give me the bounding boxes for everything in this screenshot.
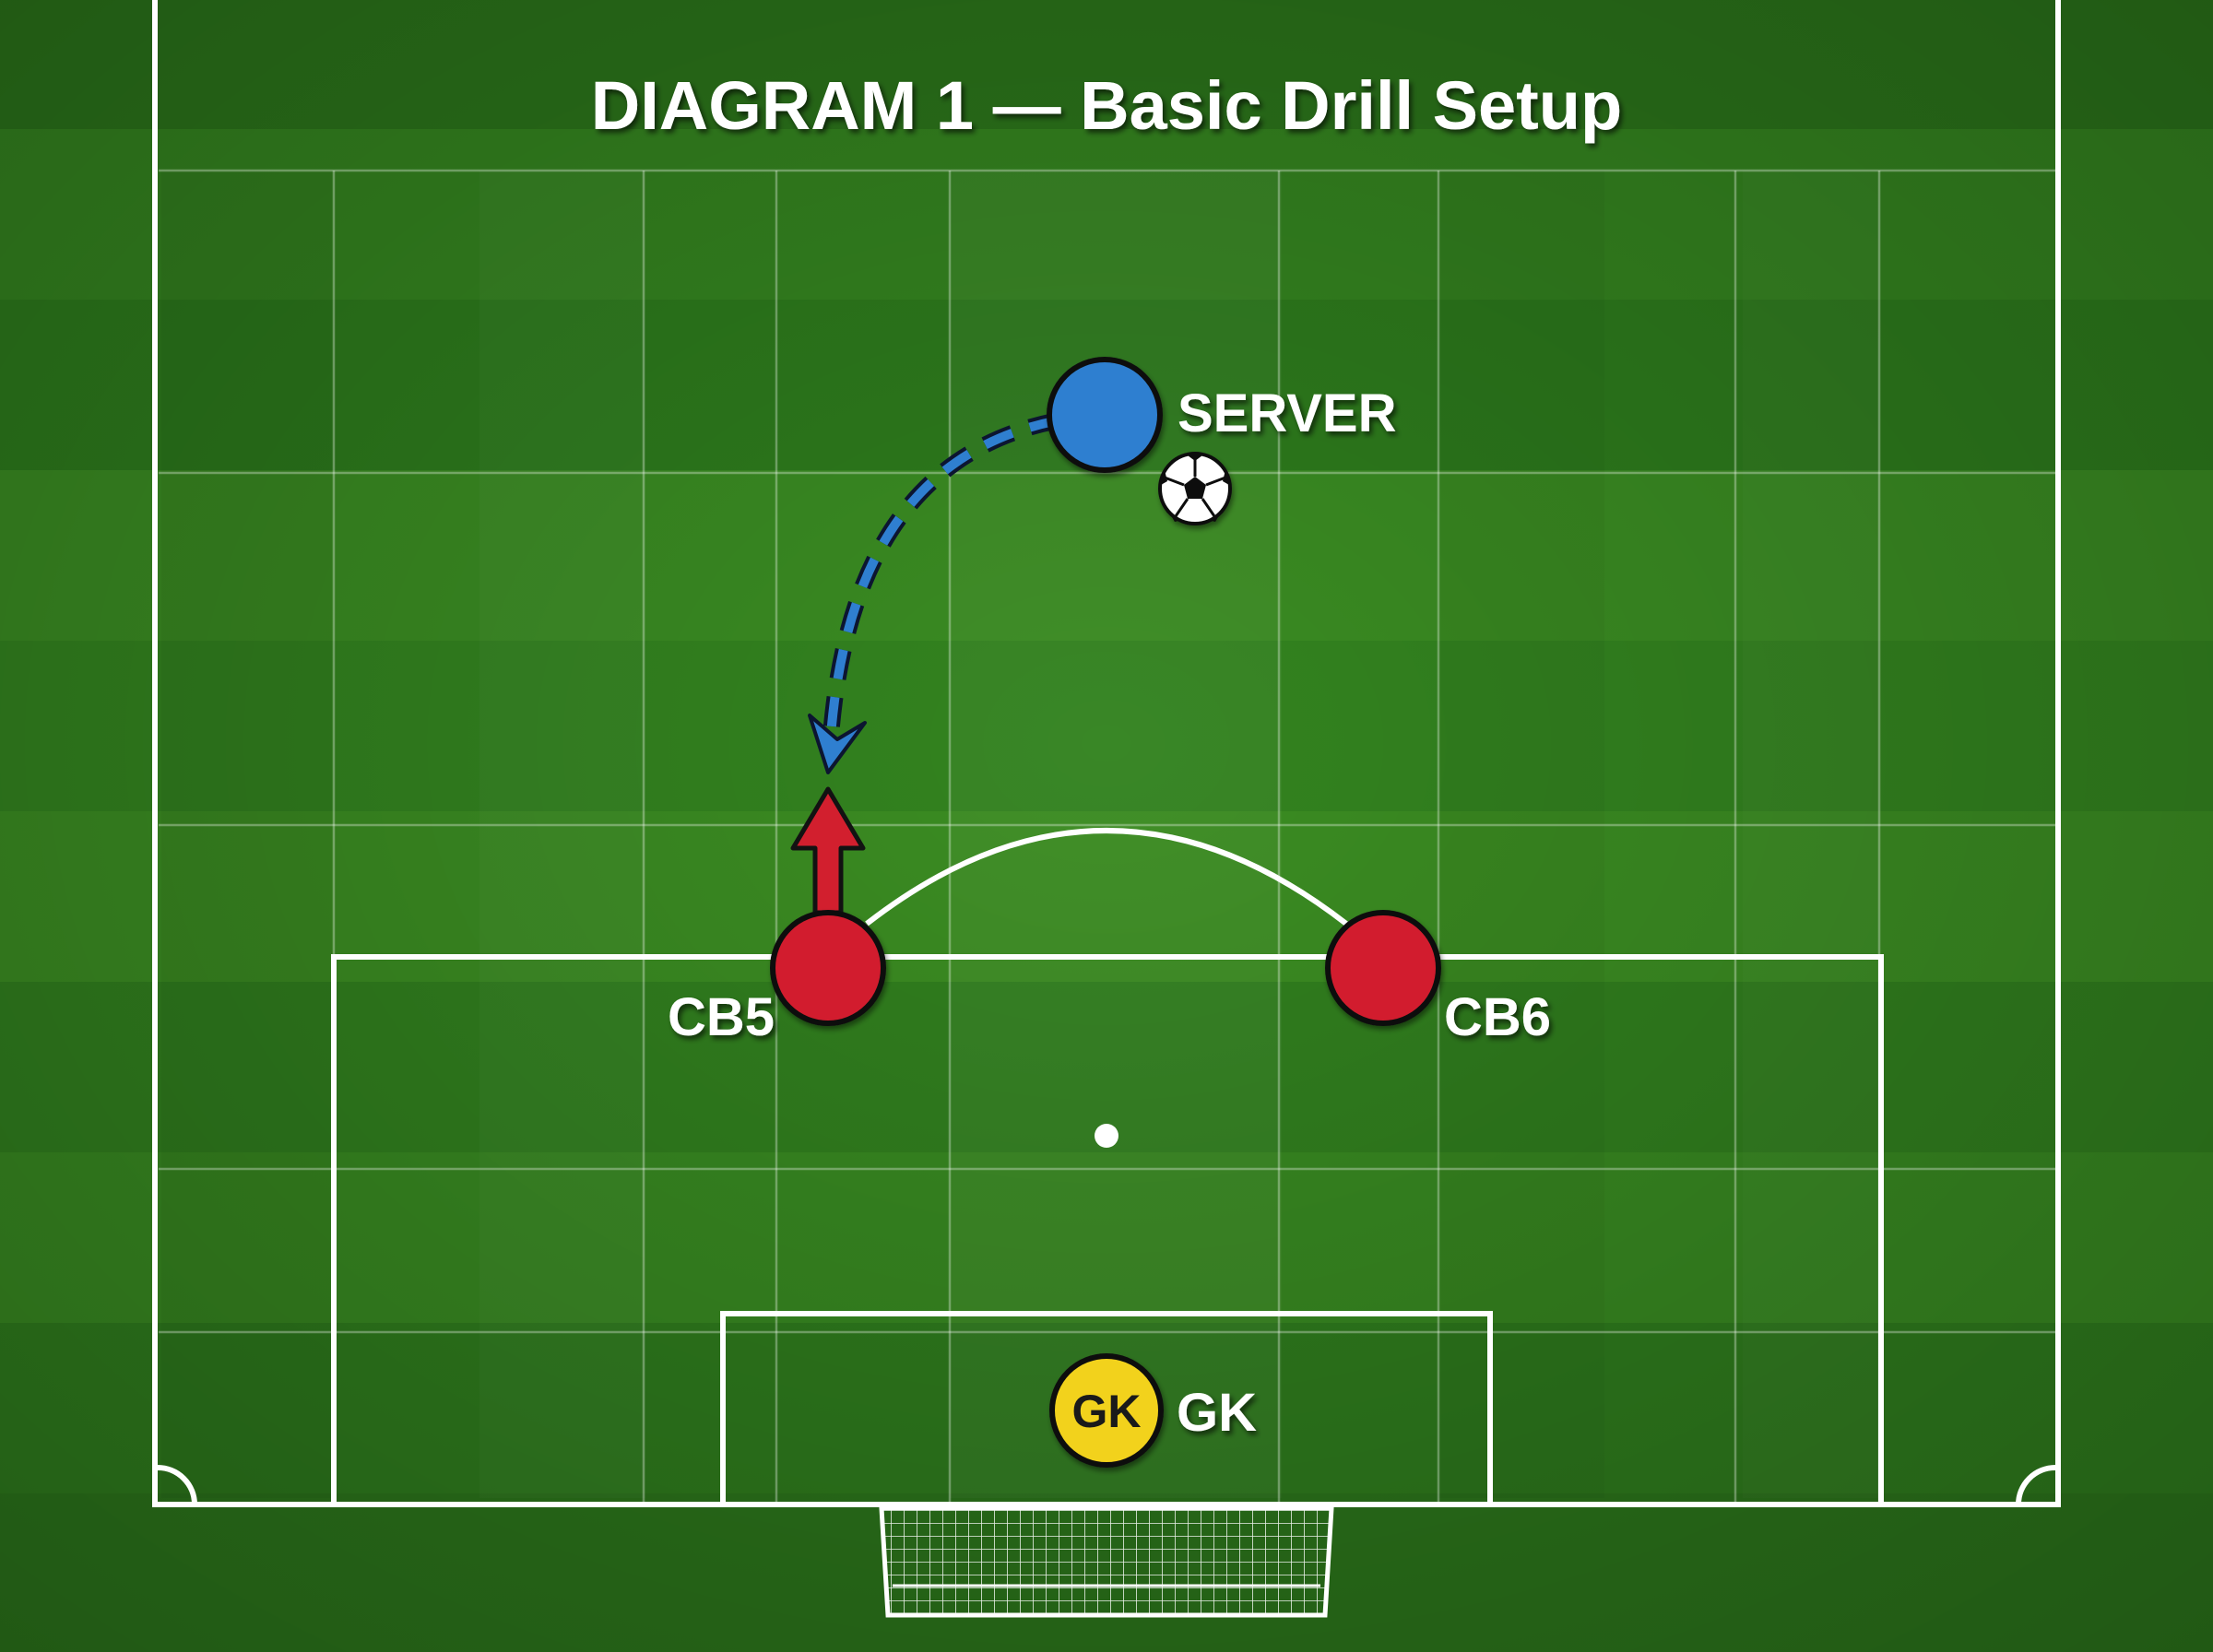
penalty-spot (1095, 1124, 1118, 1148)
corner-arc-right (2016, 1465, 2056, 1505)
server-label: SERVER (1178, 384, 1396, 443)
goalkeeper-player (1049, 1353, 1164, 1468)
gk-token-text: GK (1072, 1386, 1142, 1437)
cb5-player (770, 910, 886, 1026)
penalty-area (331, 954, 1884, 1504)
cb6-player (1325, 910, 1441, 1026)
gk-label: GK (1177, 1383, 1257, 1443)
diagram-title: DIAGRAM 1 — Basic Drill Setup (591, 67, 1622, 144)
server-player (1047, 357, 1163, 473)
pass-arrowhead (808, 714, 867, 774)
goal-area (720, 1311, 1493, 1504)
cb6-label: CB6 (1444, 987, 1551, 1047)
penalty-arc (865, 828, 1348, 926)
pitch-markings (152, 0, 2061, 1507)
soccer-ball-icon (1158, 452, 1232, 525)
corner-arc-left (157, 1465, 197, 1505)
run-arrow (790, 786, 866, 915)
goal-net (879, 1505, 1334, 1618)
pass-arrow (808, 412, 1060, 774)
grid-lines (159, 169, 2058, 1503)
cb5-label: CB5 (668, 987, 775, 1047)
